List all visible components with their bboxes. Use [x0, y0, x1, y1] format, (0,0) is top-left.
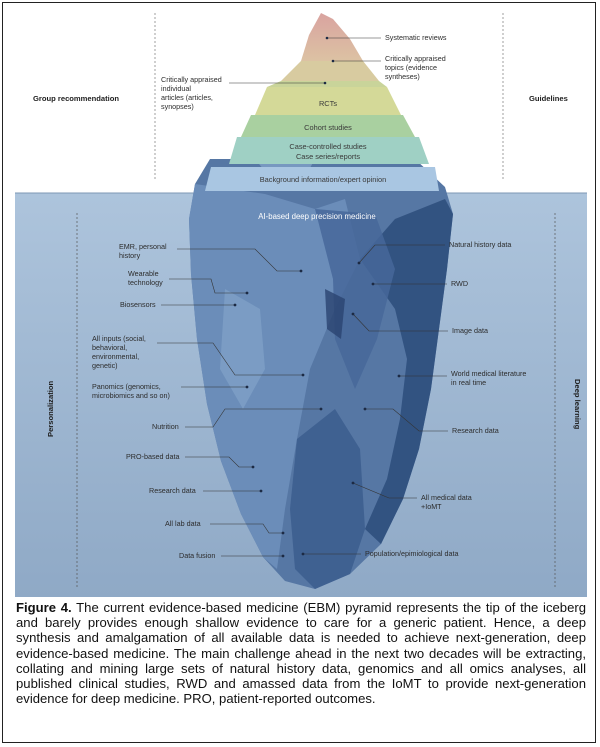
svg-text:All lab data: All lab data	[165, 519, 201, 528]
label-deep-learning: Deep learning	[573, 379, 582, 430]
svg-text:individual: individual	[161, 84, 191, 93]
svg-text:Population/epimiological data: Population/epimiological data	[365, 549, 459, 558]
left-annotation-wearable: Wearable technology	[128, 269, 249, 295]
svg-text:Critically appraised: Critically appraised	[385, 54, 446, 63]
svg-text:syntheses): syntheses)	[385, 72, 420, 81]
left-annotation-data-fusion: Data fusion	[179, 551, 285, 560]
svg-text:EMR, personal: EMR, personal	[119, 242, 167, 251]
svg-text:Critically appraised: Critically appraised	[161, 75, 222, 84]
tier-label-case-controlled: Case-controlled studies	[289, 142, 367, 151]
svg-text:Natural history data: Natural history data	[449, 240, 511, 249]
tier-label-background: Background information/expert opinion	[260, 175, 387, 184]
svg-text:microbiomics and so on): microbiomics and so on)	[92, 391, 170, 400]
svg-text:All inputs (social,: All inputs (social,	[92, 334, 146, 343]
svg-text:history: history	[119, 251, 141, 260]
svg-text:Wearable: Wearable	[128, 269, 159, 278]
caption-text: The current evidence-based medicine (EBM…	[16, 600, 586, 707]
left-annotation-nutrition: Nutrition	[152, 407, 323, 431]
svg-text:Image data: Image data	[452, 326, 488, 335]
figure-caption: Figure 4. The current evidence-based med…	[16, 600, 586, 706]
svg-text:in real time: in real time	[451, 378, 486, 387]
svg-text:All medical data: All medical data	[421, 493, 472, 502]
left-annotation-emr: EMR, personal history	[119, 242, 303, 273]
iceberg-diagram: RCTs Cohort studies Case-controlled stud…	[15, 13, 587, 597]
iceberg-figure: RCTs Cohort studies Case-controlled stud…	[15, 9, 587, 597]
iceberg-underwater	[189, 159, 453, 589]
tier-critically-appraised-topics	[281, 61, 379, 81]
annotation-critically-appraised-articles: Critically appraised individual articles…	[161, 75, 327, 111]
right-annotation-research-data: Research data	[363, 407, 499, 435]
left-annotation-all-inputs: All inputs (social, behavioral, environm…	[92, 334, 305, 377]
svg-text:RWD: RWD	[451, 279, 468, 288]
right-annotation-population: Population/epimiological data	[301, 549, 459, 558]
svg-text:Research data: Research data	[452, 426, 499, 435]
svg-text:Research data: Research data	[149, 486, 196, 495]
svg-text:+IoMT: +IoMT	[421, 502, 442, 511]
annotation-critically-appraised-topics: Critically appraised topics (evidence sy…	[331, 54, 446, 81]
svg-text:synopses): synopses)	[161, 102, 194, 111]
underwater-title: AI-based deep precision medicine	[258, 212, 375, 221]
tier-label-cohort: Cohort studies	[304, 123, 352, 132]
svg-text:genetic): genetic)	[92, 361, 118, 370]
tier-rcts	[255, 87, 401, 115]
caption-label: Figure 4.	[16, 600, 72, 615]
svg-text:Systematic reviews: Systematic reviews	[385, 33, 447, 42]
svg-text:World medical literature: World medical literature	[451, 369, 526, 378]
svg-text:topics (evidence: topics (evidence	[385, 63, 437, 72]
tier-systematic-reviews	[301, 13, 363, 61]
right-annotation-world-literature: World medical literature in real time	[397, 369, 526, 387]
left-annotation-pro-based: PRO-based data	[126, 452, 255, 469]
svg-text:Panomics (genomics,: Panomics (genomics,	[92, 382, 161, 391]
svg-text:Nutrition: Nutrition	[152, 422, 179, 431]
ebm-pyramid	[205, 13, 439, 191]
svg-text:articles (articles,: articles (articles,	[161, 93, 213, 102]
left-annotation-research-data: Research data	[149, 486, 263, 495]
label-group-recommendation: Group recommendation	[33, 94, 119, 103]
svg-text:behavioral,: behavioral,	[92, 343, 127, 352]
tier-background	[205, 167, 439, 191]
svg-text:PRO-based data: PRO-based data	[126, 452, 180, 461]
left-annotation-biosensors: Biosensors	[120, 300, 237, 309]
right-annotation-all-medical: All medical data +IoMT	[351, 481, 472, 511]
tier-label-rcts: RCTs	[319, 99, 337, 108]
tier-case	[229, 137, 429, 164]
svg-text:technology: technology	[128, 278, 163, 287]
left-annotation-all-lab: All lab data	[165, 519, 285, 535]
right-annotation-image-data: Image data	[351, 312, 488, 335]
tier-cohort	[241, 115, 415, 137]
label-guidelines: Guidelines	[529, 94, 568, 103]
svg-text:environmental,: environmental,	[92, 352, 139, 361]
svg-text:Biosensors: Biosensors	[120, 300, 156, 309]
right-annotation-rwd: RWD	[371, 279, 468, 288]
left-annotation-panomics: Panomics (genomics, microbiomics and so …	[92, 382, 249, 400]
tier-label-case-series: Case series/reports	[296, 152, 360, 161]
label-personalization: Personalization	[46, 381, 55, 437]
annotation-systematic-reviews: Systematic reviews	[325, 33, 447, 42]
right-annotation-natural-history: Natural history data	[357, 240, 511, 265]
svg-text:Data fusion: Data fusion	[179, 551, 215, 560]
tier-rcts-top	[267, 81, 387, 87]
